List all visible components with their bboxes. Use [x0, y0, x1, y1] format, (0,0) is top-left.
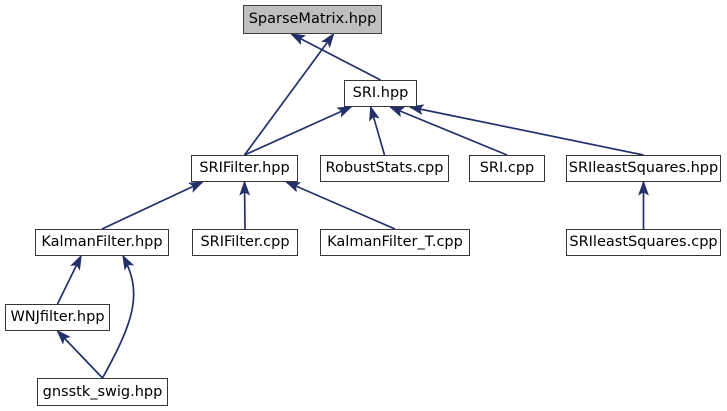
node-gnsstk-swig-hpp[interactable]: gnsstk_swig.hpp [37, 378, 168, 406]
edge-kalmanfilter_t_cpp-to-srifilter_hpp [284, 181, 396, 230]
node-sparsematrix-hpp[interactable]: SparseMatrix.hpp [243, 5, 382, 34]
node-label: SRIleastSquares.hpp [568, 160, 719, 177]
node-label: SRIFilter.cpp [200, 234, 290, 251]
edge-gnsstk_swig_hpp-to-wnjfilter_hpp [56, 329, 104, 379]
node-srifilter-cpp[interactable]: SRIFilter.cpp [192, 229, 298, 256]
node-label: KalmanFilter.hpp [41, 234, 163, 251]
node-label: WNJfilter.hpp [10, 309, 105, 326]
edge-srifilter_hpp-to-sri_hpp [244, 106, 353, 156]
node-srileastsquares-hpp[interactable]: SRIleastSquares.hpp [566, 155, 721, 182]
node-label: SRIleastSquares.cpp [569, 234, 718, 251]
node-label: SRI.cpp [479, 160, 535, 177]
edge-srifilter_hpp-to-sparsematrix_hpp [243, 32, 335, 156]
node-srifilter-hpp[interactable]: SRIFilter.hpp [191, 155, 298, 182]
edge-wnjfilter_hpp-to-kalmanfilter_hpp [56, 254, 82, 305]
edge-srileastsquares_hpp-to-sri_hpp [408, 104, 644, 156]
node-label: SRI.hpp [352, 85, 409, 102]
node-wnjfilter-hpp[interactable]: WNJfilter.hpp [5, 304, 110, 331]
node-sri-hpp[interactable]: SRI.hpp [344, 80, 417, 107]
node-kalmanfilter-hpp[interactable]: KalmanFilter.hpp [35, 229, 169, 256]
node-label: SRIFilter.hpp [199, 160, 290, 177]
edge-srifilter_cpp-to-srifilter_hpp [239, 180, 251, 230]
node-label: RobustStats.cpp [325, 160, 444, 177]
node-sri-cpp[interactable]: SRI.cpp [469, 155, 545, 182]
node-label: SparseMatrix.hpp [248, 11, 377, 28]
node-srileastsquares-cpp[interactable]: SRIleastSquares.cpp [566, 229, 721, 256]
edge-group [56, 32, 649, 379]
node-label: gnsstk_swig.hpp [42, 383, 163, 400]
edge-sri_hpp-to-sparsematrix_hpp [289, 33, 381, 81]
node-kalmanfilter-t-cpp[interactable]: KalmanFilter_T.cpp [320, 229, 470, 256]
edge-gnsstk_swig_hpp-to-kalmanfilter_hpp [101, 254, 135, 379]
edge-kalmanfilter_hpp-to-srifilter_hpp [101, 181, 205, 230]
node-label: KalmanFilter_T.cpp [327, 234, 463, 251]
edge-robuststats_cpp-to-sri_hpp [369, 105, 386, 156]
node-robuststats-cpp[interactable]: RobustStats.cpp [320, 155, 449, 182]
